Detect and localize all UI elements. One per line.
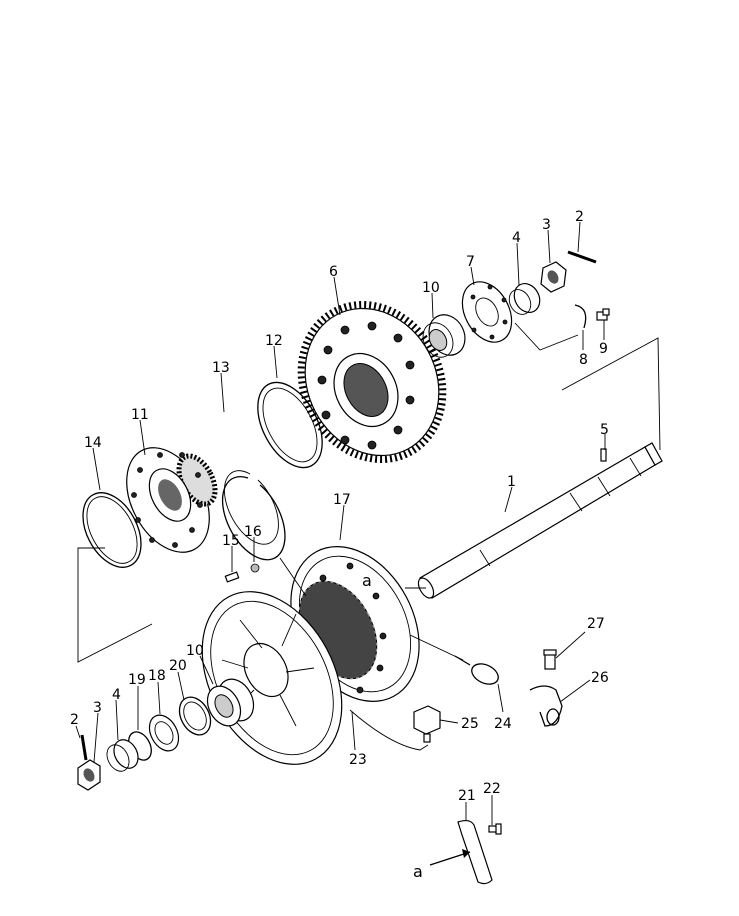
callout-25: 25 <box>461 716 479 732</box>
ring-12 <box>257 381 323 469</box>
callout-22: 22 <box>483 781 501 797</box>
pin-5 <box>600 448 607 462</box>
bolt-9 <box>596 308 610 321</box>
callout-8: 8 <box>579 352 588 368</box>
callout-3: 3 <box>542 217 551 233</box>
ring-20 <box>178 696 212 736</box>
shaft <box>405 442 663 599</box>
callout-labels: 1 2 3 4 5 6 7 8 9 10 11 12 13 14 15 16 1… <box>70 209 609 881</box>
bearing-10-lower <box>206 678 255 727</box>
snap-ring-13 <box>221 470 286 561</box>
callout-6: 6 <box>329 264 338 280</box>
callout-12: 12 <box>265 333 283 349</box>
plate-7 <box>461 281 513 343</box>
o-ring-14 <box>82 492 142 568</box>
callout-26: 26 <box>591 670 609 686</box>
callout-4: 4 <box>512 230 521 246</box>
assembly-guide-lines <box>77 322 661 663</box>
seal-18 <box>148 714 180 752</box>
reference-arrow-a <box>429 849 471 866</box>
plate-21 <box>457 819 493 885</box>
callout-2-lower: 2 <box>70 712 79 728</box>
callout-10-lower: 10 <box>186 643 204 659</box>
callout-16: 16 <box>244 524 262 540</box>
washer-16 <box>250 563 260 573</box>
callout-1: 1 <box>507 474 516 490</box>
clip-8 <box>574 304 587 329</box>
callout-23: 23 <box>349 752 367 768</box>
callout-21: 21 <box>458 788 476 804</box>
callout-20: 20 <box>169 658 187 674</box>
hub-11 <box>126 447 218 553</box>
reference-a-lower: a <box>413 862 423 881</box>
bracket-26 <box>529 685 563 727</box>
bolt-22 <box>488 823 502 835</box>
connector-25 <box>413 705 441 743</box>
leader-lines <box>75 221 606 825</box>
callout-19: 19 <box>128 672 146 688</box>
nut-3-lower <box>77 759 101 791</box>
callout-14: 14 <box>84 435 102 451</box>
callout-13: 13 <box>212 360 230 376</box>
callout-15: 15 <box>222 533 240 549</box>
callout-2: 2 <box>575 209 584 225</box>
bolt-15 <box>224 571 240 583</box>
bolt-27 <box>543 649 557 670</box>
callout-7: 7 <box>466 254 475 270</box>
cotter-pin-2-lower <box>80 734 88 761</box>
cotter-pin-2-upper <box>567 250 597 264</box>
terminal-24 <box>454 655 499 685</box>
callout-11: 11 <box>131 407 149 423</box>
callout-10: 10 <box>422 280 440 296</box>
collar-4-lower <box>106 739 139 772</box>
callout-5: 5 <box>600 422 609 438</box>
callout-4-lower: 4 <box>112 687 121 703</box>
callout-17: 17 <box>333 492 351 508</box>
collar-4-upper <box>508 283 541 315</box>
nut-3-upper <box>540 261 567 293</box>
wire-23 <box>349 634 464 751</box>
callout-3-lower: 3 <box>93 700 102 716</box>
gear-6 <box>297 300 447 464</box>
bearing-10-upper <box>422 314 466 358</box>
callout-9: 9 <box>599 341 608 357</box>
reference-a-upper: a <box>362 571 372 590</box>
callout-27: 27 <box>587 616 605 632</box>
callout-18: 18 <box>148 668 166 684</box>
callout-24: 24 <box>494 716 512 732</box>
